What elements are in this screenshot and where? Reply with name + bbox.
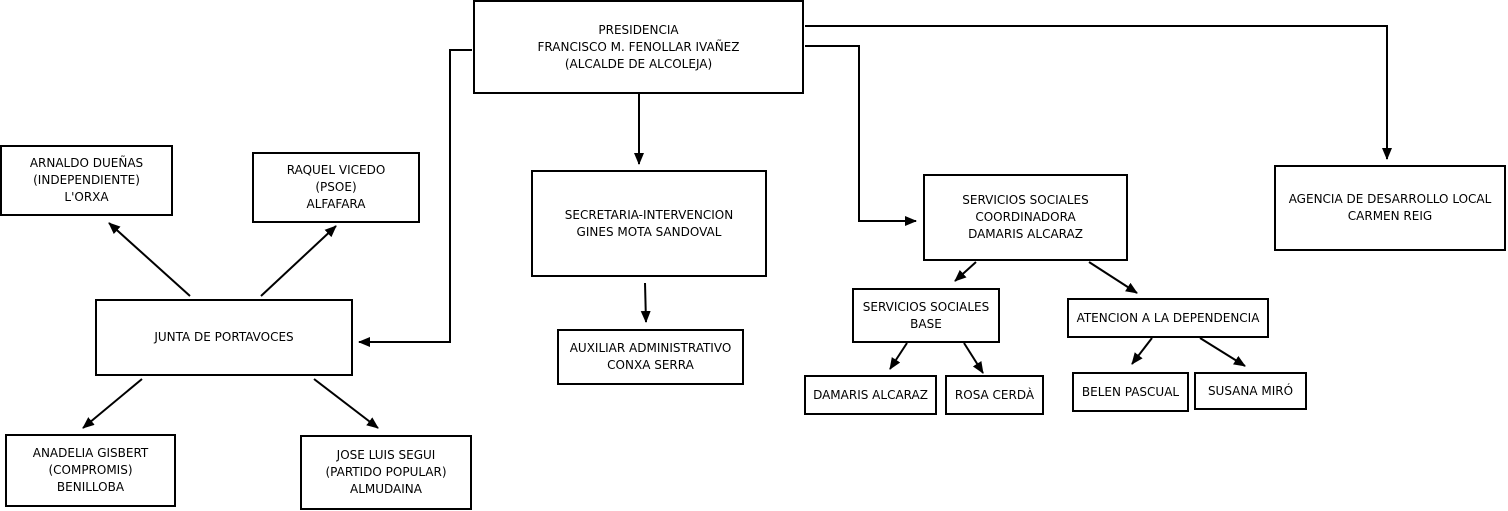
connector-junta-jose	[313, 378, 379, 429]
connector-dependencia-susana	[1199, 337, 1246, 367]
node-raquel: RAQUEL VICEDO (PSOE) ALFAFARA	[252, 152, 420, 223]
connector-junta-arnaldo	[108, 222, 191, 297]
node-agencia-line-2: CARMEN REIG	[1347, 209, 1433, 223]
node-ss-base-line-2: BASE	[910, 316, 942, 331]
node-susana-line-1: SUSANA MIRÓ	[1207, 383, 1294, 398]
node-jose-line-2: (PARTIDO POPULAR)	[325, 465, 447, 479]
connector-junta-raquel	[260, 225, 337, 297]
node-rosa-line-1: ROSA CERDÀ	[954, 387, 1035, 402]
node-auxiliar-line-2: CONXA SERRA	[607, 358, 694, 372]
node-anadelia-line-3: BENILLOBA	[56, 480, 125, 494]
node-secretaria: SECRETARIA-INTERVENCION GINES MOTA SANDO…	[531, 170, 767, 277]
node-auxiliar-line-1: AUXILIAR ADMINISTRATIVO	[569, 341, 732, 355]
node-junta-line-1: JUNTA DE PORTAVOCES	[154, 330, 294, 344]
node-jose-line-3: ALMUDAINA	[350, 482, 422, 496]
node-raquel-line-2: (PSOE)	[315, 180, 357, 194]
node-ss-coord-line-2: COORDINADORA	[975, 210, 1076, 224]
node-rosa: ROSA CERDÀ	[945, 375, 1044, 415]
node-presidencia: PRESIDENCIA FRANCISCO M. FENOLLAR IVAÑEZ…	[473, 0, 804, 94]
node-anadelia: ANADELIA GISBERT (COMPROMIS) BENILLOBA	[5, 434, 176, 507]
connector-junta-anadelia	[82, 378, 143, 429]
node-susana: SUSANA MIRÓ	[1194, 372, 1307, 410]
node-agencia: AGENCIA DE DESARROLLO LOCAL CARMEN REIG	[1274, 165, 1506, 251]
node-ss-coord-line-1: SERVICIOS SOCIALES	[962, 193, 1089, 207]
connector-presidencia-ss-coord	[805, 45, 917, 226]
node-ss-coord-line-3: DAMARIS ALCARAZ	[968, 227, 1083, 241]
connector-presidencia-junta	[358, 49, 472, 347]
node-arnaldo-line-3: L'ORXA	[64, 190, 109, 204]
node-arnaldo: ARNALDO DUEÑAS (INDEPENDIENTE) L'ORXA	[0, 145, 173, 216]
node-damaris: DAMARIS ALCARAZ	[804, 375, 937, 415]
node-damaris-line-1: DAMARIS ALCARAZ	[813, 387, 928, 402]
connector-ss-base-rosa	[963, 342, 984, 374]
node-ss-coord: SERVICIOS SOCIALES COORDINADORA DAMARIS …	[923, 174, 1128, 261]
connector-ss-base-damaris	[889, 342, 908, 370]
connector-secretaria-auxiliar	[640, 282, 651, 323]
node-belen-line-1: BELEN PASCUAL	[1081, 384, 1180, 399]
node-jose: JOSE LUIS SEGUI (PARTIDO POPULAR) ALMUDA…	[300, 435, 472, 510]
node-agencia-line-1: AGENCIA DE DESARROLLO LOCAL	[1288, 192, 1492, 206]
node-ss-base: SERVICIOS SOCIALES BASE	[852, 288, 1000, 343]
node-ss-base-line-1: SERVICIOS SOCIALES	[862, 299, 990, 314]
node-arnaldo-line-2: (INDEPENDIENTE)	[33, 173, 140, 187]
node-belen: BELEN PASCUAL	[1072, 372, 1189, 412]
node-raquel-line-3: ALFAFARA	[306, 197, 366, 211]
connector-ss-coord-dependencia	[1088, 261, 1138, 294]
node-presidencia-line-3: (ALCALDE DE ALCOLEJA)	[564, 56, 713, 71]
node-presidencia-line-2: FRANCISCO M. FENOLLAR IVAÑEZ	[537, 39, 740, 54]
node-auxiliar: AUXILIAR ADMINISTRATIVO CONXA SERRA	[557, 329, 744, 385]
connector-presidencia-agencia	[805, 25, 1392, 160]
node-raquel-line-1: RAQUEL VICEDO	[286, 163, 386, 177]
node-presidencia-line-1: PRESIDENCIA	[598, 22, 679, 37]
node-arnaldo-line-1: ARNALDO DUEÑAS	[29, 156, 144, 170]
node-junta: JUNTA DE PORTAVOCES	[95, 299, 353, 376]
node-jose-line-1: JOSE LUIS SEGUI	[336, 448, 436, 462]
connector-ss-coord-ss-base	[954, 261, 977, 282]
node-dependencia: ATENCION A LA DEPENDENCIA	[1067, 298, 1269, 338]
node-anadelia-line-2: (COMPROMIS)	[48, 463, 133, 477]
node-anadelia-line-1: ANADELIA GISBERT	[32, 446, 149, 460]
node-dependencia-line-1: ATENCION A LA DEPENDENCIA	[1076, 310, 1260, 325]
node-secretaria-line-2: GINES MOTA SANDOVAL	[576, 224, 722, 239]
connector-dependencia-belen	[1131, 337, 1153, 365]
node-secretaria-line-1: SECRETARIA-INTERVENCION	[564, 207, 734, 222]
